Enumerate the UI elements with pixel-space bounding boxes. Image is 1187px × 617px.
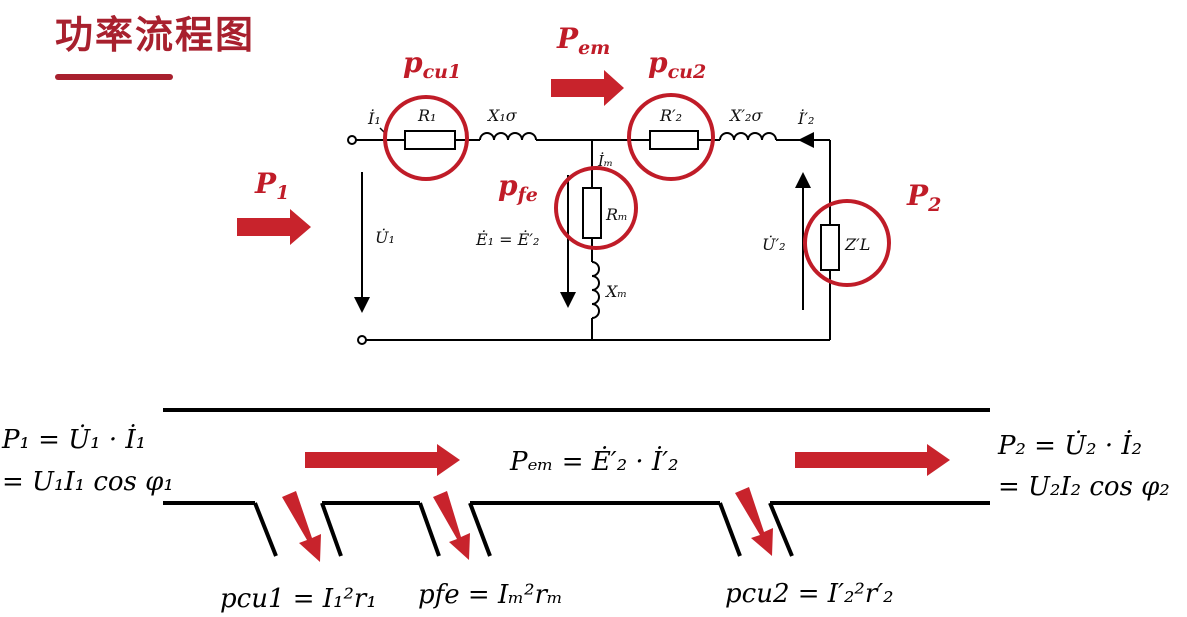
eq-p2-line1: P₂ = U̇₂ · İ₂: [997, 430, 1142, 461]
eq-pcu1: pcu1 = I₁²r₁: [220, 584, 377, 614]
eq-p1-line1: P₁ = U̇₁ · İ₁: [1, 424, 146, 455]
arrow-loss-pcu2: [735, 487, 773, 556]
arrow-pem: [551, 70, 624, 106]
label-xm: Xₘ: [604, 282, 627, 301]
label-x1s: X₁σ: [486, 106, 518, 125]
page-title: 功率流程图: [55, 13, 256, 57]
label-zl: Z′L: [844, 235, 870, 254]
label-pem: Pem: [556, 22, 610, 59]
eq-pfe: pfe = Iₘ²rₘ: [418, 580, 563, 610]
branch-pcu1-right: [320, 502, 343, 557]
terminal-bottom: [357, 335, 367, 345]
branch-pfe-left: [418, 502, 441, 557]
branch-pcu1-left: [253, 502, 278, 557]
flow-pipe: [163, 408, 990, 557]
label-pcu1: pcu1: [403, 46, 461, 83]
label-i1: İ₁: [367, 108, 381, 128]
inductor-xm: [591, 261, 600, 319]
impedance-zl: [820, 224, 840, 271]
eq-pem: Pₑₘ = Ė′₂ · İ′₂: [509, 446, 679, 477]
label-i2p: İ′₂: [797, 108, 814, 128]
eq-p2-line2: = U₂I₂ cos φ₂: [998, 472, 1170, 502]
label-x2sp: X′₂σ: [728, 106, 763, 125]
resistor-rm: [582, 187, 602, 239]
arrow-flow-1: [305, 444, 460, 476]
label-e1: Ė₁ = Ė′₂: [475, 229, 539, 249]
circle-pcu2: [627, 93, 715, 181]
flow-arrows: [282, 444, 950, 562]
label-u2p: U̇′₂: [762, 235, 786, 254]
resistor-r2p: [649, 130, 699, 150]
circle-pfe: [554, 166, 638, 250]
label-p1: P1: [254, 167, 289, 204]
eq-pcu2: pcu2 = I′₂²r′₂: [725, 579, 894, 609]
arrow-loss-pfe: [433, 491, 470, 560]
arrow-p1: [237, 209, 311, 245]
title-underline: [55, 74, 173, 80]
inductor-x2sp: [719, 132, 777, 141]
arrow-loss-pcu1: [282, 491, 321, 562]
circle-pcu1: [383, 95, 469, 181]
terminal-top: [347, 135, 357, 145]
label-pcu2: pcu2: [648, 46, 706, 83]
branch-pcu2-right: [768, 502, 794, 557]
label-r1: R₁: [417, 106, 436, 125]
top-arrows: [237, 70, 624, 245]
eq-p1-line2: = U₁I₁ cos φ₁: [2, 467, 174, 497]
label-im: İₘ: [597, 152, 613, 170]
branch-pfe-right: [468, 502, 492, 557]
inductor-x1s: [479, 132, 537, 141]
circuit: [347, 127, 840, 345]
label-r2p: R′₂: [659, 106, 682, 125]
circle-p2: [803, 199, 891, 287]
label-p2: P2: [906, 179, 941, 216]
arrow-flow-2: [795, 444, 950, 476]
label-u1: U̇₁: [375, 228, 395, 247]
label-pfe: pfe: [498, 169, 538, 206]
branch-pcu2-left: [718, 502, 742, 557]
resistor-r1: [404, 130, 456, 150]
loss-circles: [383, 93, 891, 287]
label-rm: Rₘ: [605, 205, 628, 224]
